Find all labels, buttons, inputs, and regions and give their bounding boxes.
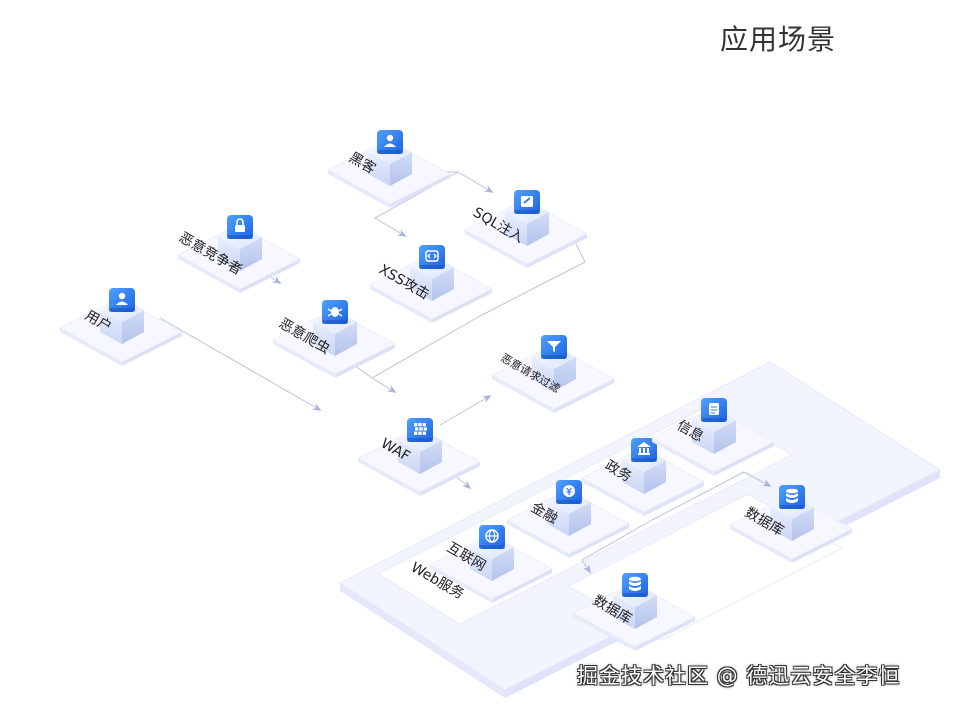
cube-right (390, 152, 412, 186)
cube-left (470, 547, 492, 581)
node-internet: 互联网 (428, 525, 554, 603)
injection-icon (514, 190, 540, 214)
database-icon (622, 573, 648, 597)
cube-right (554, 357, 576, 391)
node-hacker: 黑客 (326, 130, 452, 208)
user-icon (377, 130, 403, 154)
bug-icon (322, 300, 348, 324)
database-icon (779, 485, 805, 509)
cube-right (420, 440, 442, 474)
cube-right (335, 322, 357, 356)
cube-left (770, 507, 792, 541)
watermark: 掘金技术社区 @ 德迅云安全李恒 (577, 664, 901, 688)
cube-right (432, 267, 454, 301)
node-sql-injection: SQL注入 (463, 190, 589, 268)
cube-left (368, 152, 390, 186)
firewall-icon (407, 418, 433, 442)
cube-right (122, 310, 144, 344)
node-information: 信息 (650, 398, 776, 476)
document-icon (701, 398, 727, 422)
cube-left (398, 440, 420, 474)
filter-icon (541, 335, 567, 359)
cube-right (635, 595, 657, 629)
cube-left (532, 357, 554, 391)
cube-left (622, 460, 644, 494)
cube-left (692, 420, 714, 454)
node-waf: WAF (356, 418, 482, 496)
user-icon (109, 288, 135, 312)
building-icon (631, 438, 657, 462)
cube-right (492, 547, 514, 581)
coin-icon (556, 480, 582, 504)
node-malicious-crawler: 恶意爬虫 (271, 300, 397, 378)
node-user: 用户 (58, 288, 184, 366)
code-icon (419, 245, 445, 269)
cube-left (613, 595, 635, 629)
globe-icon (479, 525, 505, 549)
cube-left (547, 502, 569, 536)
page-title: 应用场景 (720, 23, 837, 56)
cube-right (569, 502, 591, 536)
cube-right (714, 420, 736, 454)
cube-right (527, 212, 549, 246)
node-government: 政务 (580, 438, 706, 516)
cube-left (218, 237, 240, 271)
cube-right (792, 507, 814, 541)
services-platform-edge (340, 583, 505, 698)
node-database-1: 数据库 (728, 485, 854, 563)
cube-left (505, 212, 527, 246)
cube-left (313, 322, 335, 356)
lock-icon (227, 215, 253, 239)
node-malicious-competitor: 恶意竞争者 (176, 215, 302, 293)
node-database-2: 数据库 (571, 573, 697, 651)
node-request-filter: 恶意请求过滤 (490, 335, 616, 413)
node-finance: 金融 (505, 480, 631, 558)
cube-left (100, 310, 122, 344)
cube-left (410, 267, 432, 301)
node-xss-attack: XSS攻击 (368, 245, 494, 323)
cube-right (240, 237, 262, 271)
cube-right (644, 460, 666, 494)
